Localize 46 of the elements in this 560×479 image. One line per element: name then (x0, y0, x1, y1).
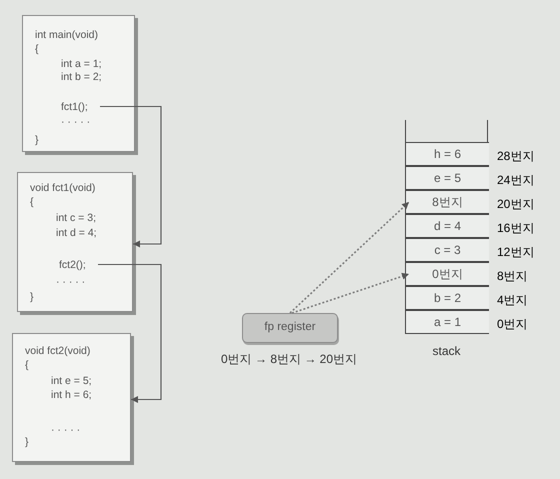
ellipsis: · · · · · (61, 116, 90, 129)
code-line: int main(void) (35, 29, 98, 42)
address-label: 4번지 (497, 292, 528, 309)
cell-value: d = 4 (434, 218, 462, 235)
code-line: void fct2(void) (25, 345, 90, 358)
function-call: fct1(); (61, 100, 101, 115)
dotted-arrow (292, 272, 410, 314)
code-line: int h = 6; (51, 389, 92, 402)
code-box (17, 172, 133, 312)
ellipsis: · · · · · (56, 276, 86, 289)
arrow (100, 106, 162, 248)
dotted-arrow (289, 201, 410, 314)
arrow (98, 264, 162, 403)
code-line: int a = 1; (61, 58, 102, 71)
code-line: int e = 5; (51, 375, 92, 388)
code-line: int d = 4; (56, 227, 97, 240)
code-line: { (35, 43, 39, 56)
address-label: 24번지 (497, 172, 534, 189)
address-label: 16번지 (497, 220, 534, 237)
code-box (22, 15, 135, 152)
code-line: int b = 2; (61, 71, 102, 84)
code-line: } (25, 436, 29, 449)
register-label: fp register (264, 320, 316, 336)
code-line: { (25, 359, 29, 372)
stack-label: stack (431, 343, 462, 360)
function-call: fct2(); (59, 258, 99, 273)
code-box (12, 333, 131, 462)
code-line: void fct1(void) (30, 182, 96, 195)
address-label: 0번지 (497, 316, 528, 333)
address-label: 12번지 (497, 244, 534, 261)
cell-value: h = 6 (434, 146, 462, 163)
code-line: } (35, 134, 39, 147)
address-label: 8번지 (497, 268, 528, 285)
address-label: 28번지 (497, 148, 534, 165)
cell-value: c = 3 (434, 242, 461, 259)
code-line: } (30, 291, 34, 304)
code-line: { (30, 196, 34, 209)
address-sequence: 0번지 → 8번지 → 20번지 (221, 351, 358, 368)
cell-value: a = 1 (434, 314, 462, 331)
cell-value: b = 2 (434, 290, 462, 307)
cell-value: 0번지 (432, 266, 463, 283)
cell-value: 8번지 (432, 194, 463, 211)
ellipsis: · · · · · (51, 424, 80, 437)
address-label: 20번지 (497, 196, 534, 213)
code-line: int c = 3; (56, 212, 96, 225)
cell-value: e = 5 (434, 170, 462, 187)
